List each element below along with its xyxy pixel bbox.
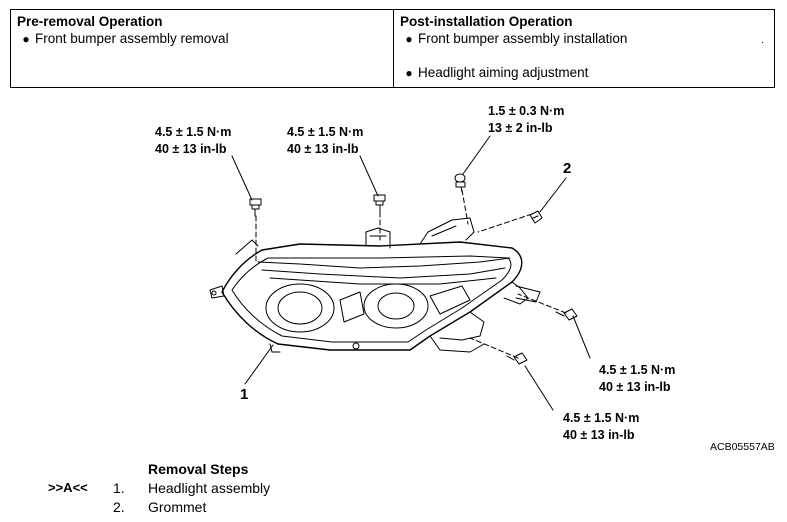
- step-label: Headlight assembly: [148, 480, 271, 496]
- torque-inlb: 13 ± 2 in-lb: [488, 121, 553, 135]
- torque-nm: 4.5 ± 1.5 N·m: [599, 363, 676, 377]
- pre-removal-title: Pre-removal Operation: [17, 14, 163, 29]
- torque-spec: 4.5 ± 1.5 N·m 40 ± 13 in-lb: [155, 124, 231, 158]
- post-installation-item: ● Front bumper assembly installation: [400, 30, 768, 48]
- torque-spec: 4.5 ± 1.5 N·m 40 ± 13 in-lb: [287, 124, 363, 158]
- removal-steps-title: Removal Steps: [148, 461, 249, 477]
- leader-line: [462, 135, 491, 175]
- callout-headlight: 1: [240, 386, 249, 403]
- post-installation-title: Post-installation Operation: [400, 14, 573, 29]
- bolt-icon: [506, 352, 528, 365]
- bullet-icon: ●: [405, 66, 413, 80]
- torque-nm: 4.5 ± 1.5 N·m: [287, 125, 364, 139]
- torque-nm: 4.5 ± 1.5 N·m: [563, 411, 640, 425]
- leader-line: [572, 315, 591, 359]
- leader-line: [231, 155, 253, 201]
- bullet-icon: ●: [405, 32, 413, 46]
- torque-spec: 1.5 ± 0.3 N·m 13 ± 2 in-lb: [488, 103, 564, 137]
- step-number: 1.: [113, 480, 125, 496]
- grommet-icon: [529, 210, 543, 224]
- torque-spec: 4.5 ± 1.5 N·m 40 ± 13 in-lb: [599, 362, 675, 396]
- headlight-assembly: [209, 217, 541, 353]
- leader-line: [244, 344, 274, 385]
- leader-line: [359, 155, 379, 197]
- leader-line: [524, 365, 554, 411]
- operations-table: Pre-removal Operation ● Front bumper ass…: [10, 9, 775, 88]
- screw-icon: [454, 173, 466, 193]
- pre-removal-item-label: Front bumper assembly removal: [35, 31, 229, 46]
- bullet-icon: ●: [22, 32, 30, 46]
- torque-inlb: 40 ± 13 in-lb: [563, 428, 635, 442]
- step-number: 2.: [113, 499, 125, 515]
- torque-nm: 1.5 ± 0.3 N·m: [488, 104, 565, 118]
- post-installation-column: Post-installation Operation ● Front bump…: [394, 10, 774, 87]
- leader-line: [539, 177, 567, 213]
- figure-id: ACB05557AB: [710, 441, 775, 453]
- stray-mark: .: [761, 35, 764, 46]
- torque-inlb: 40 ± 13 in-lb: [599, 380, 671, 394]
- post-installation-item-label: Headlight aiming adjustment: [418, 65, 589, 80]
- bolt-icon: [373, 194, 386, 213]
- torque-nm: 4.5 ± 1.5 N·m: [155, 125, 232, 139]
- torque-inlb: 40 ± 13 in-lb: [287, 142, 359, 156]
- bolt-icon: [249, 198, 262, 217]
- bolt-icon: [555, 308, 578, 321]
- pre-removal-item: ● Front bumper assembly removal: [17, 30, 387, 48]
- callout-grommet: 2: [563, 160, 572, 177]
- post-installation-item-label: Front bumper assembly installation: [418, 31, 628, 46]
- torque-inlb: 40 ± 13 in-lb: [155, 142, 227, 156]
- torque-spec: 4.5 ± 1.5 N·m 40 ± 13 in-lb: [563, 410, 639, 444]
- pre-removal-column: Pre-removal Operation ● Front bumper ass…: [11, 10, 394, 87]
- step-reference-link[interactable]: >>A<<: [48, 480, 88, 495]
- step-label: Grommet: [148, 499, 207, 515]
- post-installation-item: ● Headlight aiming adjustment: [400, 64, 768, 82]
